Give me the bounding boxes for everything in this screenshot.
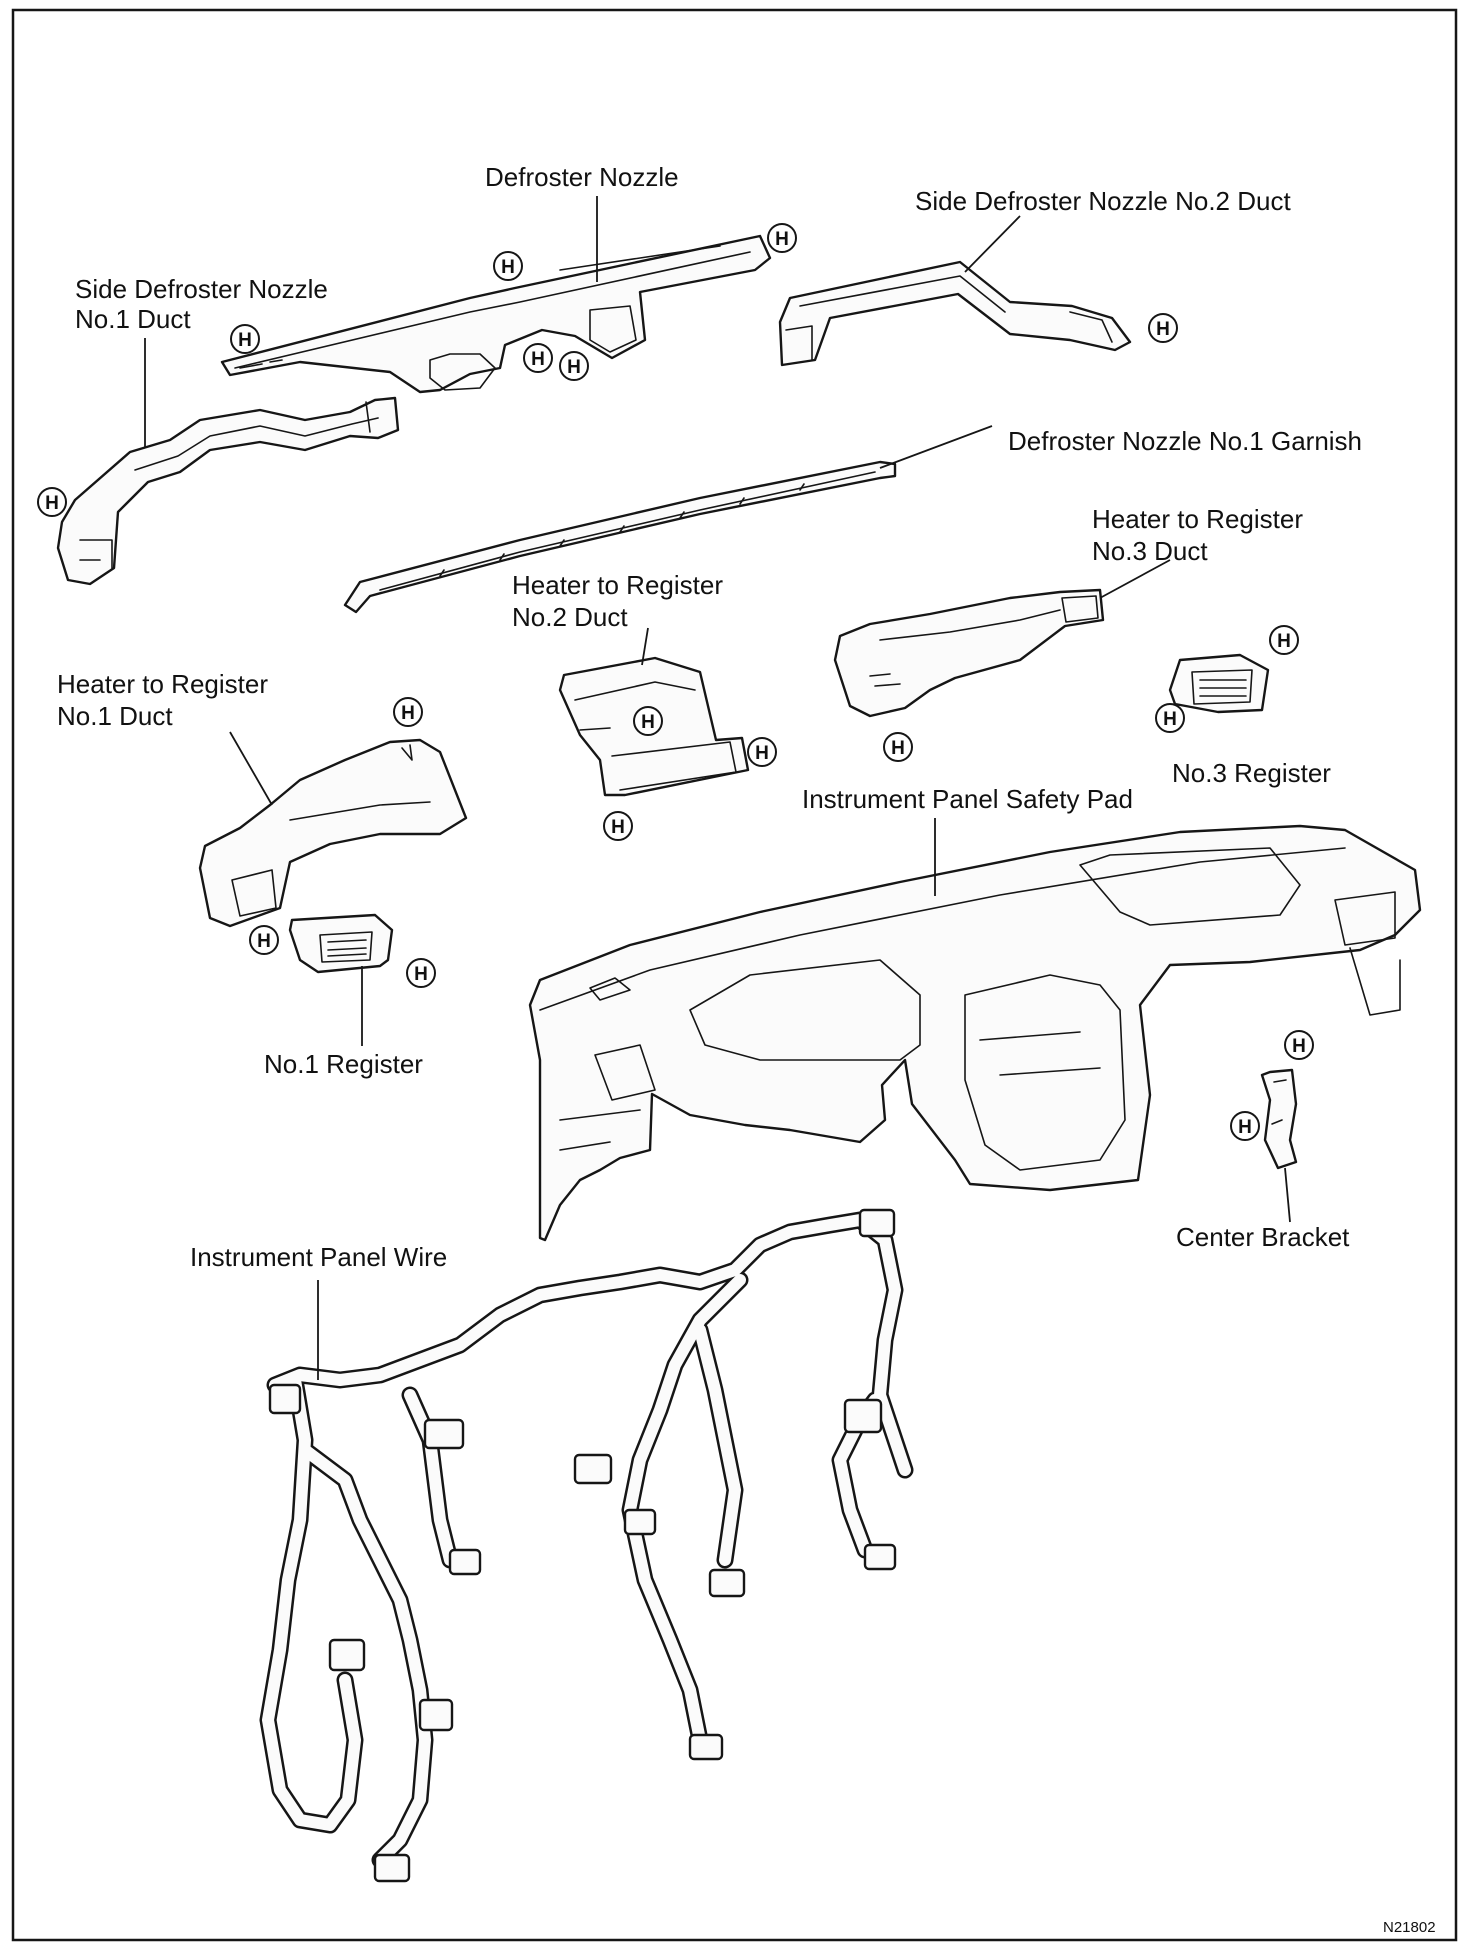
fastener-marks: H H H H H H H H H H H H H H H H H H [37,223,1314,1141]
fastener-h-letter: H [611,817,625,838]
fastener-h-symbol: H [523,343,553,373]
side-defroster-no2-duct-part [778,260,1132,367]
fastener-h-letter: H [1156,319,1170,340]
label-instrument-panel-wire: Instrument Panel Wire [190,1242,447,1272]
fastener-h-letter: H [1238,1117,1252,1138]
fastener-h-symbol: H [230,324,260,354]
fastener-h-letter: H [1163,709,1177,730]
fastener-h-symbol: H [37,487,67,517]
fastener-h-symbol: H [393,697,423,727]
fastener-h-symbol: H [249,925,279,955]
label-heater-reg-no1-line1: Heater to Register [57,669,268,699]
heater-reg-no1-duct-part [198,738,468,928]
no3-register-part [1168,653,1270,714]
figure-code: N21802 [1383,1919,1436,1936]
instrument-panel-wire-part [259,1208,914,1883]
fastener-h-symbol: H [883,732,913,762]
fastener-h-letter: H [641,712,655,733]
fastener-h-letter: H [414,964,428,985]
fastener-h-symbol: H [1155,703,1185,733]
fastener-h-symbol: H [1148,313,1178,343]
fastener-h-symbol: H [603,811,633,841]
fastener-h-letter: H [531,349,545,370]
label-heater-reg-no1-line2: No.1 Duct [57,701,173,731]
fastener-h-letter: H [45,493,59,514]
fastener-h-letter: H [257,931,271,952]
fastener-h-symbol: H [406,958,436,988]
fastener-h-letter: H [501,257,515,278]
label-heater-reg-no2-line2: No.2 Duct [512,602,628,632]
label-side-defroster-no2-duct: Side Defroster Nozzle No.2 Duct [915,186,1291,216]
leader-lines [144,196,1291,1380]
fastener-h-letter: H [755,743,769,764]
label-safety-pad: Instrument Panel Safety Pad [802,784,1133,814]
label-side-defroster-no1-duct-line1: Side Defroster Nozzle [75,274,328,304]
center-bracket-part [1260,1068,1298,1170]
label-side-defroster-no1-duct-line2: No.1 Duct [75,304,191,334]
defroster-no1-garnish-part [343,460,897,614]
fastener-h-letter: H [891,738,905,759]
fastener-h-symbol: H [767,223,797,253]
label-no1-register: No.1 Register [264,1049,423,1079]
fastener-h-letter: H [1292,1036,1306,1057]
fastener-h-letter: H [401,703,415,724]
fastener-h-symbol: H [559,351,589,381]
part-labels: Defroster Nozzle Side Defroster Nozzle N… [57,162,1436,1936]
label-defroster-no1-garnish: Defroster Nozzle No.1 Garnish [1008,426,1362,456]
fastener-h-letter: H [1277,631,1291,652]
label-heater-reg-no3-line2: No.3 Duct [1092,536,1208,566]
diagram-frame [11,8,1458,1942]
fastener-h-symbol: H [1230,1111,1260,1141]
heater-reg-no3-duct-part [833,588,1105,718]
label-defroster-nozzle: Defroster Nozzle [485,162,679,192]
label-no3-register: No.3 Register [1172,758,1331,788]
fastener-h-letter: H [775,229,789,250]
no1-register-part [288,913,394,974]
instrument-panel-safety-pad-part [528,824,1422,1242]
fastener-h-symbol: H [747,737,777,767]
fastener-h-symbol: H [1269,625,1299,655]
fastener-h-letter: H [567,357,581,378]
label-center-bracket: Center Bracket [1176,1222,1350,1252]
defroster-nozzle-part [220,234,772,394]
fastener-h-symbol: H [493,251,523,281]
fastener-h-symbol: H [1284,1030,1314,1060]
label-heater-reg-no2-line1: Heater to Register [512,570,723,600]
fastener-h-letter: H [238,330,252,351]
side-defroster-no1-duct-part [56,396,400,586]
fastener-h-symbol: H [633,706,663,736]
label-heater-reg-no3-line1: Heater to Register [1092,504,1303,534]
